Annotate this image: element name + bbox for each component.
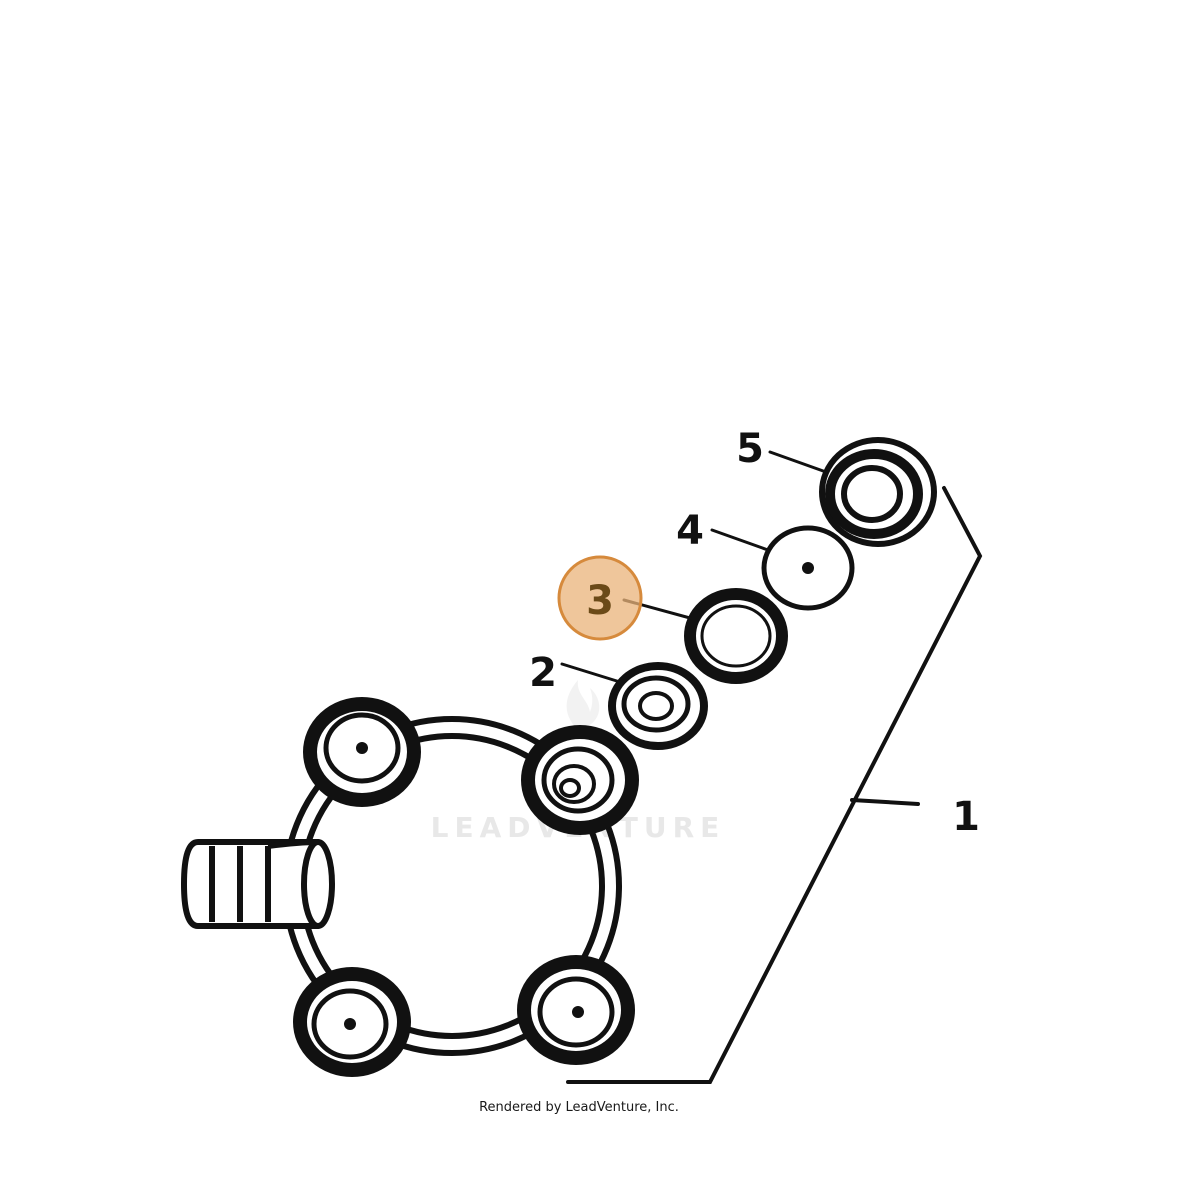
callout-2-label[interactable]: 2	[529, 650, 557, 696]
callout-1-label[interactable]: 1	[952, 794, 980, 840]
inlet-fitting	[181, 839, 335, 929]
leader-5	[768, 450, 828, 474]
callout-3-label[interactable]: 3	[586, 578, 614, 624]
callout-5-label[interactable]: 5	[736, 426, 764, 472]
part-5-retainer	[819, 437, 937, 547]
part-3-o-ring	[684, 588, 788, 684]
callout-5[interactable]: 5	[736, 426, 764, 472]
callout-1[interactable]: 1	[952, 794, 980, 840]
callout-2[interactable]: 2	[529, 650, 557, 696]
boss-bottom-left	[293, 967, 411, 1077]
render-credit: Rendered by LeadVenture, Inc.	[479, 1100, 679, 1115]
boss-top-left	[303, 697, 421, 807]
leader-2	[560, 662, 622, 684]
part-4-valve-disc	[761, 525, 855, 611]
callout-4[interactable]: 4	[676, 508, 704, 554]
callout-3-highlight[interactable]	[557, 555, 643, 641]
part-2-valve-seat	[608, 662, 708, 750]
housing-assembly	[181, 697, 639, 1077]
leader-lines	[560, 450, 828, 684]
kit-bracket	[566, 486, 983, 1084]
callout-4-label[interactable]: 4	[676, 508, 704, 554]
leader-4	[710, 528, 770, 552]
callout-3[interactable]: 3	[586, 578, 614, 624]
boss-bottom-right	[517, 955, 635, 1065]
boss-top-right	[521, 725, 639, 835]
watermark-flame-icon	[566, 680, 600, 730]
